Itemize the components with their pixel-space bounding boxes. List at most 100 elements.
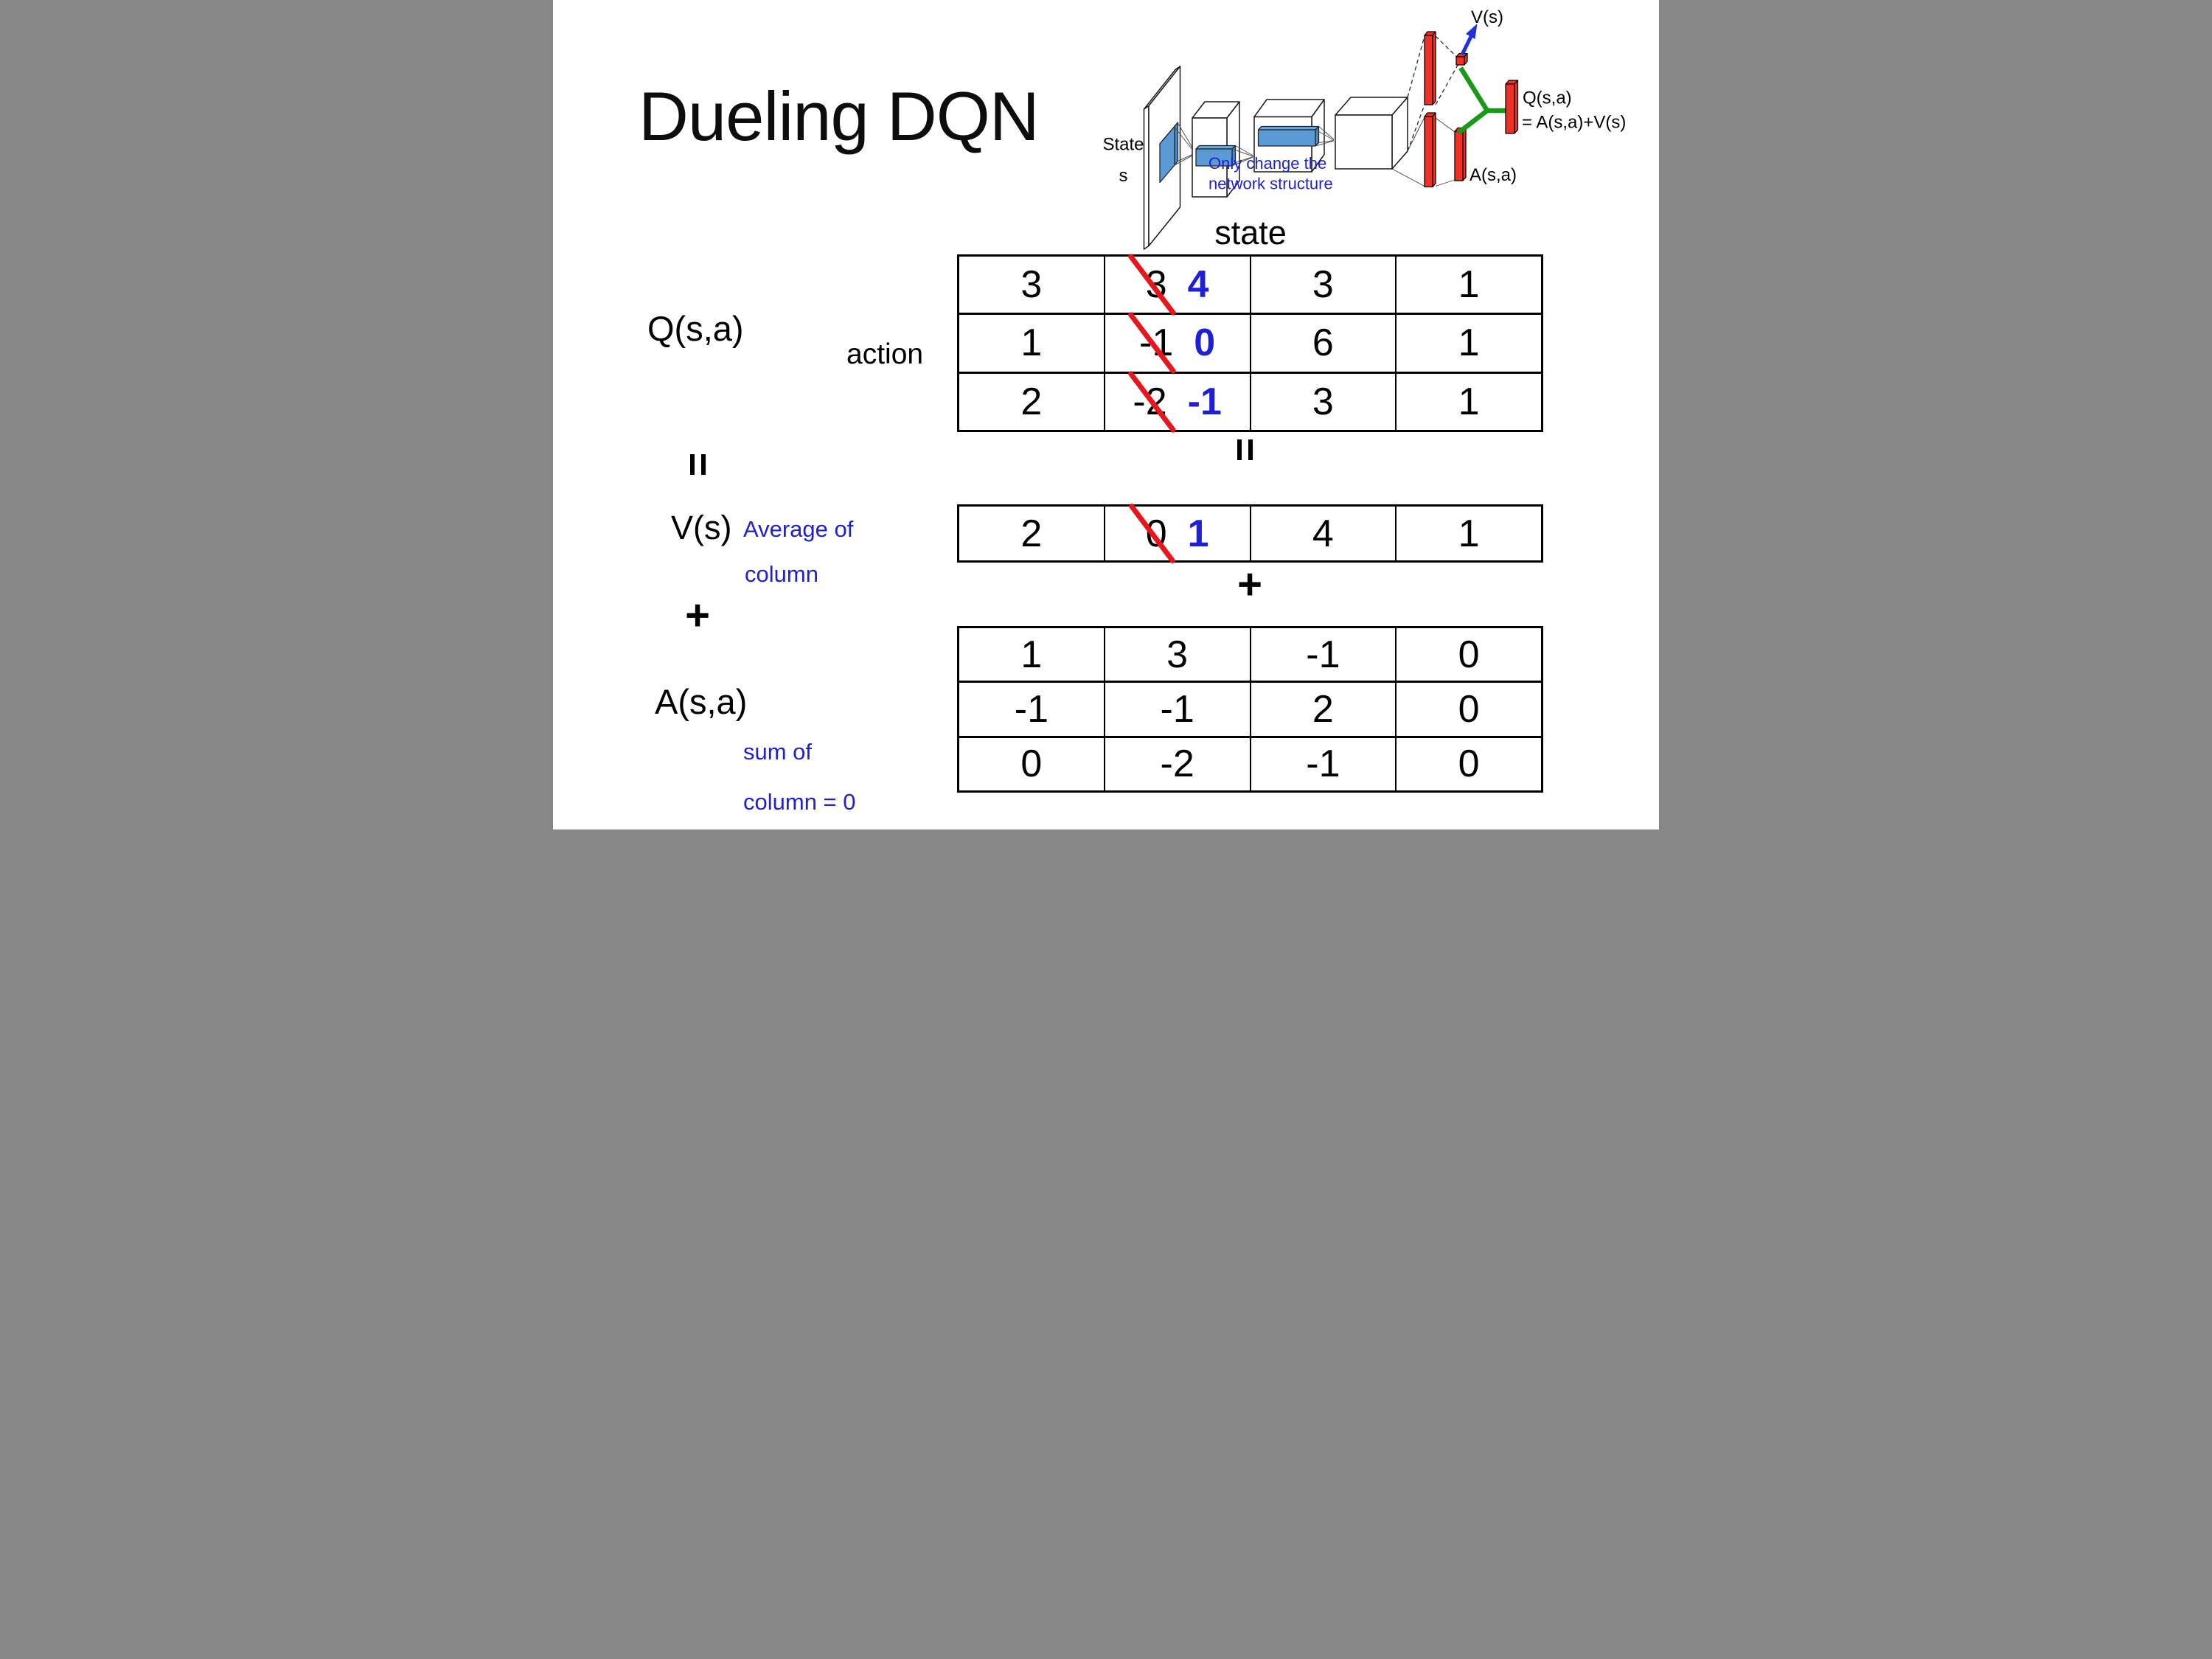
a-cell: 0 <box>959 737 1105 790</box>
cell-value: 3 <box>1166 633 1189 676</box>
q-cell: 2 <box>959 373 1105 430</box>
q-output-label: Q(s,a) <box>1523 88 1572 108</box>
new-value: 0 <box>1194 321 1216 365</box>
table-row: 1 3 -1 0 <box>959 628 1541 684</box>
q-matrix-label: Q(s,a) <box>647 309 744 348</box>
v-cell-corrected: 0 1 <box>1105 502 1251 565</box>
a-cell: -1 <box>1105 683 1251 736</box>
q-matrix-table: 3 3 4 3 1 1 -1 0 6 1 2 -2 -1 <box>957 253 1543 434</box>
q-cell: 6 <box>1251 315 1397 372</box>
slide-dueling-dqn: Dueling DQN <box>553 0 1659 830</box>
a-cell: 0 <box>1397 683 1541 735</box>
fc-bar-v <box>1424 31 1436 105</box>
a-cell: -2 <box>1105 737 1251 790</box>
a-cell: -1 <box>1251 628 1397 681</box>
action-axis-label: action <box>846 338 924 370</box>
new-value: 1 <box>1187 512 1209 555</box>
q-cell: 1 <box>1397 315 1541 371</box>
a-cell: 0 <box>1397 738 1541 790</box>
a-matrix-label: A(s,a) <box>655 682 748 721</box>
a-stream-lines <box>1391 116 1455 187</box>
q-cell: 1 <box>959 315 1105 372</box>
diagram-note-line1: Only change the <box>1208 154 1326 173</box>
cell-value: 0 <box>1020 742 1043 786</box>
a-cell: 1 <box>959 628 1105 681</box>
plus-symbol-left: + <box>685 591 710 639</box>
cell-value: 1 <box>1020 321 1043 365</box>
cell-value: -1 <box>1306 742 1340 786</box>
frustum-lines-3 <box>1315 126 1335 147</box>
a-matrix-table: 1 3 -1 0 -1 -1 2 0 0 -2 -1 0 <box>957 626 1543 793</box>
table-row: 3 3 4 3 1 <box>959 253 1541 317</box>
v-note-line2: column <box>745 561 818 587</box>
cell-value: 6 <box>1312 321 1334 365</box>
a-note-line2: column = 0 <box>743 789 856 815</box>
q-cell-corrected: -1 0 <box>1105 311 1251 375</box>
q-cell: 3 <box>1251 373 1397 430</box>
cell-value: 2 <box>1020 380 1043 423</box>
a-cell: -1 <box>959 683 1105 736</box>
table-row: -1 -1 2 0 <box>959 683 1541 738</box>
table-row: 2 -2 -1 3 1 <box>959 369 1541 434</box>
cell-value: 0 <box>1458 633 1480 676</box>
cell-value: 3 <box>1020 263 1043 307</box>
cell-value: 2 <box>1312 687 1334 731</box>
table-row: 0 -2 -1 0 <box>959 737 1541 790</box>
v-vector-label: V(s) <box>671 509 732 546</box>
conv-box-3 <box>1335 97 1408 170</box>
v-vector-table: 2 0 1 4 1 <box>957 502 1543 565</box>
cell-value: 3 <box>1312 263 1334 307</box>
network-architecture-diagram: State s V(s) Q(s,a) = A(s,a)+V(s) A(s,a)… <box>1102 7 1626 250</box>
new-value: 4 <box>1187 263 1209 307</box>
plus-symbol-center: + <box>1237 560 1262 608</box>
a-cell: -1 <box>1251 737 1397 790</box>
cell-value: 0 <box>1458 687 1480 731</box>
v-cell: 1 <box>1397 507 1541 560</box>
a-output-label: A(s,a) <box>1470 165 1517 185</box>
cell-value: 1 <box>1458 263 1480 307</box>
v-note-line1: Average of <box>743 516 854 542</box>
table-row: 2 0 1 4 1 <box>959 502 1541 565</box>
v-output-arrow <box>1460 24 1478 56</box>
conv-feature-1 <box>1159 122 1179 184</box>
q-output-bar <box>1505 80 1519 134</box>
v-scalar-node <box>1455 52 1468 66</box>
cell-value: 1 <box>1020 633 1043 676</box>
v-cell: 2 <box>959 507 1105 560</box>
cell-value: -1 <box>1014 687 1048 731</box>
equals-symbol-center: = <box>1222 437 1270 462</box>
cell-value: 0 <box>1458 742 1480 786</box>
cell-value: 1 <box>1458 512 1480 555</box>
frustum-lines-2 <box>1231 145 1253 167</box>
conv-feature-3 <box>1257 125 1320 147</box>
v-cell: 4 <box>1251 507 1397 560</box>
a-cell: 3 <box>1105 628 1251 681</box>
cell-value: 1 <box>1458 321 1480 365</box>
state-input-label-s: s <box>1119 166 1128 186</box>
state-input-label: State <box>1102 135 1144 155</box>
state-axis-label: state <box>1214 214 1287 251</box>
merge-connector <box>1457 66 1506 135</box>
page-title: Dueling DQN <box>639 77 1040 155</box>
q-cell-corrected: -2 -1 <box>1105 369 1251 434</box>
table-row: 1 -1 0 6 1 <box>959 311 1541 375</box>
cell-value: 2 <box>1020 512 1043 555</box>
q-cell-corrected: 3 4 <box>1105 253 1251 317</box>
new-value: -1 <box>1187 380 1222 423</box>
cell-value: 1 <box>1458 380 1480 423</box>
cell-value: -1 <box>1306 633 1340 676</box>
v-output-label: V(s) <box>1471 7 1503 27</box>
cell-value: -2 <box>1160 742 1194 786</box>
equals-symbol-left: = <box>675 452 723 477</box>
diagram-note-line2: network structure <box>1208 175 1333 193</box>
q-cell: 3 <box>959 257 1105 313</box>
v-stream-dashed-lines <box>1407 35 1459 152</box>
a-cell: 2 <box>1251 683 1397 736</box>
a-cell: 0 <box>1397 628 1541 681</box>
cell-value: 4 <box>1312 512 1334 555</box>
q-cell: 1 <box>1397 374 1541 430</box>
q-cell: 3 <box>1251 257 1397 313</box>
fc-bar-a <box>1424 112 1436 188</box>
a-vector-node <box>1454 127 1467 181</box>
q-output-formula: = A(s,a)+V(s) <box>1522 113 1626 133</box>
